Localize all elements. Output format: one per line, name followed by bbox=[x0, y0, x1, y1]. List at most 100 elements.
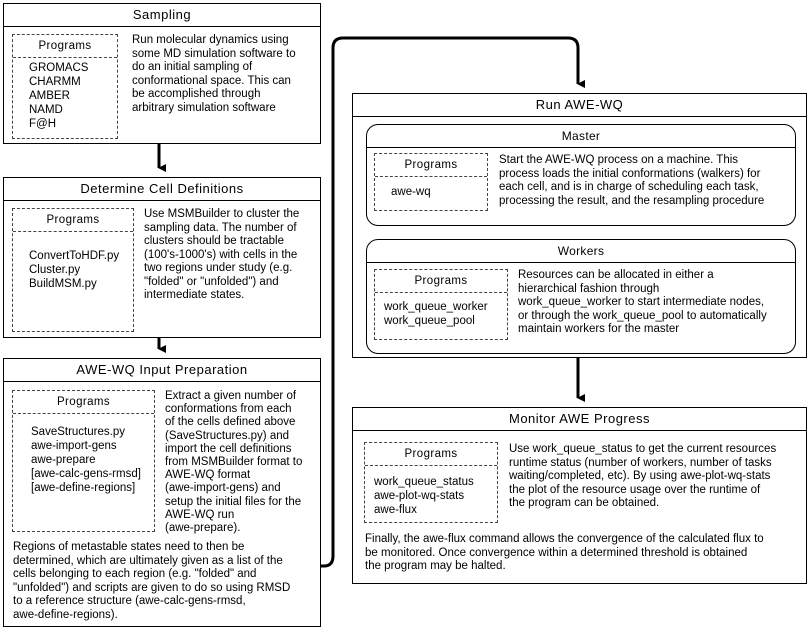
program-item: F@H bbox=[29, 118, 57, 130]
programs-header: Programs bbox=[13, 391, 154, 414]
text-line: Run molecular dynamics using bbox=[132, 34, 289, 46]
program-item: awe-plot-wq-stats bbox=[374, 490, 465, 502]
step-description: Extract a given number of conformations … bbox=[165, 390, 302, 535]
text-line: cells belonging to each region (e.g. "fo… bbox=[13, 568, 257, 580]
programs-header: Programs bbox=[13, 209, 133, 232]
programs-box: Programs awe-wq bbox=[374, 153, 488, 211]
program-item: awe-prepare bbox=[31, 454, 96, 466]
programs-header: Programs bbox=[375, 270, 507, 293]
input-preparation-step: AWE-WQ Input Preparation Programs SaveSt… bbox=[3, 358, 321, 627]
text-line: the program may be halted. bbox=[365, 560, 506, 572]
text-line: (awe-prepare). bbox=[165, 522, 241, 535]
monitor-progress-step: Monitor AWE Progress Programs work_queue… bbox=[352, 407, 807, 584]
program-item: work_queue_pool bbox=[384, 315, 475, 327]
programs-header: Programs bbox=[365, 443, 497, 466]
master-section: Master Programs awe-wq Start the AWE-WQ … bbox=[366, 124, 796, 226]
arrow-prep-to-run bbox=[320, 36, 585, 568]
step-title: Monitor AWE Progress bbox=[353, 408, 806, 431]
text-line: intermediate states. bbox=[144, 289, 245, 301]
text-line: the plot of the resource usage over the … bbox=[509, 483, 761, 496]
step-description: Run molecular dynamics using some MD sim… bbox=[132, 34, 296, 115]
programs-list: SaveStructures.py awe-import-gens awe-pr… bbox=[13, 414, 154, 495]
text-line: of the cells defined above bbox=[165, 416, 296, 429]
text-line: to a reference structure (awe-calc-gens-… bbox=[13, 595, 246, 607]
step-description: Use MSMBuilder to cluster the sampling d… bbox=[144, 208, 299, 303]
text-line: Resources can be allocated in either a bbox=[518, 269, 714, 281]
text-line: two regions under study (e.g. bbox=[144, 262, 293, 274]
programs-list: GROMACS CHARMM AMBER NAMD F@H bbox=[13, 58, 117, 131]
text-line: conformations from each bbox=[165, 403, 292, 416]
program-item: CHARMM bbox=[29, 76, 81, 88]
text-line: clusters should be tractable bbox=[144, 235, 284, 247]
step-note: Finally, the awe-flux command allows the… bbox=[365, 533, 764, 574]
programs-list: work_queue_worker work_queue_pool bbox=[375, 293, 507, 328]
text-line: arbitrary simulation software bbox=[132, 101, 276, 114]
cell-definitions-step: Determine Cell Definitions Programs Conv… bbox=[3, 177, 321, 338]
text-line: awe-define-regions). bbox=[13, 608, 118, 621]
programs-box: Programs work_queue_worker work_queue_po… bbox=[374, 269, 508, 340]
programs-list: awe-wq bbox=[375, 177, 487, 199]
text-line: (100's-1000's) with cells in the bbox=[144, 248, 298, 261]
workers-section: Workers Programs work_queue_worker work_… bbox=[366, 239, 796, 354]
text-line: sampling data. The number of bbox=[144, 221, 297, 234]
text-line: be monitored. Once convergence within a … bbox=[365, 546, 748, 559]
text-line: maintain workers for the master bbox=[518, 323, 680, 335]
program-item: [awe-calc-gens-rmsd] bbox=[31, 468, 141, 480]
section-title: Workers bbox=[367, 240, 795, 263]
text-line: process loads the initial conformations … bbox=[499, 167, 761, 180]
program-item: Cluster.py bbox=[29, 264, 81, 276]
text-line: determined, which are ultimately given a… bbox=[13, 554, 283, 567]
programs-header: Programs bbox=[375, 154, 487, 177]
program-item: ConvertToHDF.py bbox=[29, 250, 120, 262]
text-line: Use MSMBuilder to cluster the bbox=[144, 208, 300, 220]
text-line: waiting/completed, etc). By using awe-pl… bbox=[509, 470, 771, 482]
programs-box: Programs SaveStructures.py awe-import-ge… bbox=[12, 390, 155, 532]
text-line: Extract a given number of bbox=[165, 390, 297, 402]
text-line: Finally, the awe-flux command allows the… bbox=[365, 533, 764, 545]
program-item: GROMACS bbox=[29, 62, 89, 74]
text-line: Start the AWE-WQ process on a machine. T… bbox=[499, 154, 739, 166]
program-item: BuildMSM.py bbox=[29, 278, 97, 290]
run-awe-wq-step: Run AWE-WQ Master Programs awe-wq Start … bbox=[352, 93, 807, 358]
text-line: or through the work_queue_pool to automa… bbox=[518, 309, 767, 322]
step-note: Regions of metastable states need to the… bbox=[13, 541, 290, 622]
program-item: work_queue_worker bbox=[384, 301, 488, 313]
text-line: runtime status (number of workers, numbe… bbox=[509, 456, 772, 469]
step-title: AWE-WQ Input Preparation bbox=[4, 359, 320, 382]
text-line: the program can be obtained. bbox=[509, 497, 660, 509]
text-line: Regions of metastable states need to the… bbox=[13, 541, 245, 553]
program-item: SaveStructures.py bbox=[31, 426, 125, 438]
programs-list: work_queue_status awe-plot-wq-stats awe-… bbox=[365, 466, 497, 517]
program-item: NAMD bbox=[29, 104, 63, 116]
programs-box: Programs work_queue_status awe-plot-wq-s… bbox=[364, 442, 498, 523]
text-line: AWE-WQ run bbox=[165, 508, 235, 521]
program-item: awe-flux bbox=[374, 504, 417, 516]
text-line: AWE-WQ format bbox=[165, 469, 251, 482]
text-line: work_queue_worker to start intermediate … bbox=[518, 296, 765, 308]
section-description: Start the AWE-WQ process on a machine. T… bbox=[499, 154, 764, 208]
text-line: processing the result, and the resamplin… bbox=[499, 194, 765, 207]
text-line: some MD simulation software to bbox=[132, 47, 296, 60]
text-line: conformational space. This can bbox=[132, 74, 291, 87]
text-line: from MSMBuilder format to bbox=[165, 456, 303, 469]
text-line: "unfolded") and scripts are given to do … bbox=[13, 581, 291, 594]
sampling-step: Sampling Programs GROMACS CHARMM AMBER N… bbox=[3, 3, 321, 144]
programs-header: Programs bbox=[13, 35, 117, 58]
section-description: Resources can be allocated in either a h… bbox=[518, 269, 767, 337]
text-line: each cell, and is in charge of schedulin… bbox=[499, 181, 759, 193]
text-line: setup the initial files for the bbox=[165, 495, 302, 508]
text-line: import the cell definitions bbox=[165, 442, 292, 455]
program-item: awe-wq bbox=[391, 186, 431, 198]
programs-box: Programs GROMACS CHARMM AMBER NAMD F@H bbox=[12, 34, 118, 139]
step-description: Use work_queue_status to get the current… bbox=[509, 443, 776, 511]
text-line: (SaveStructures.py) and bbox=[165, 429, 290, 442]
program-item: work_queue_status bbox=[374, 476, 474, 488]
text-line: hierarchical fashion through bbox=[518, 282, 660, 295]
step-title: Determine Cell Definitions bbox=[4, 178, 320, 201]
program-item: awe-import-gens bbox=[31, 440, 117, 452]
program-item: AMBER bbox=[29, 90, 70, 102]
programs-box: Programs ConvertToHDF.py Cluster.py Buil… bbox=[12, 208, 134, 332]
text-line: "folded" or "unfolded") and bbox=[144, 275, 279, 288]
